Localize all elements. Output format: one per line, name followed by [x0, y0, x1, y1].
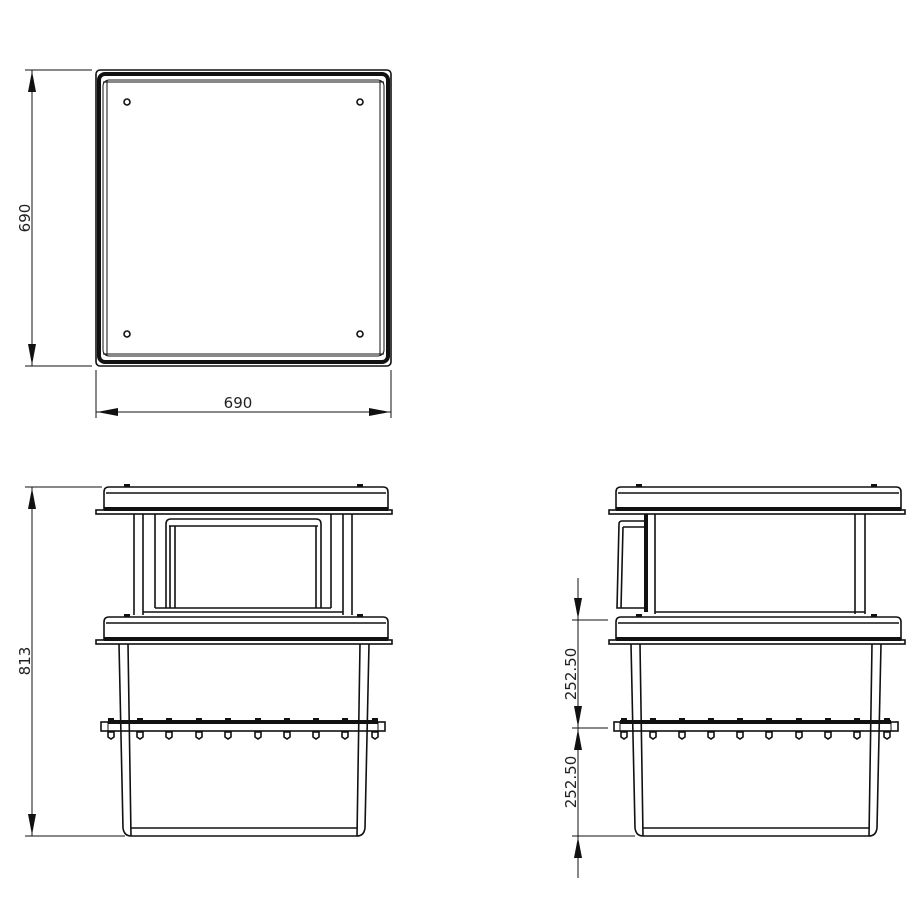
- dim-label-top-height: 690: [16, 204, 34, 233]
- dim-label-side-lower: 252.50: [562, 756, 580, 809]
- bolt-icon: [853, 718, 861, 740]
- bolt-icon: [195, 718, 203, 740]
- front-bolts: [107, 718, 379, 740]
- dim-label-front-height: 813: [16, 647, 34, 676]
- bolt-icon: [136, 718, 144, 740]
- bolt-icon: [824, 718, 832, 740]
- bolt-icon: [312, 718, 320, 740]
- side-bolts: [620, 718, 891, 740]
- dimension-top-width: 690: [95, 370, 392, 418]
- bolt-icon: [736, 718, 744, 740]
- bolt-icon: [883, 718, 891, 740]
- side-view: [608, 484, 906, 837]
- bolt-icon: [341, 718, 349, 740]
- bolt-icon: [107, 718, 115, 740]
- dimension-top-height: 690: [16, 69, 92, 367]
- dimension-side-stack: 252.50 252.50: [562, 578, 635, 878]
- bolt-icon: [254, 718, 262, 740]
- bolt-icon: [224, 718, 232, 740]
- dim-label-side-upper: 252.50: [562, 648, 580, 701]
- bolt-icon: [371, 718, 379, 740]
- hole-icon: [123, 330, 131, 338]
- bolt-icon: [765, 718, 773, 740]
- bolt-icon: [620, 718, 628, 740]
- bolt-icon: [707, 718, 715, 740]
- hole-icon: [123, 98, 131, 106]
- hole-icon: [356, 98, 364, 106]
- bolt-icon: [283, 718, 291, 740]
- dimension-front-height: 813: [16, 486, 125, 837]
- bolt-icon: [165, 718, 173, 740]
- bolt-icon: [678, 718, 686, 740]
- bolt-icon: [649, 718, 657, 740]
- bolt-icon: [795, 718, 803, 740]
- top-view: [95, 69, 392, 367]
- hole-icon: [356, 330, 364, 338]
- dim-label-top-width: 690: [224, 394, 253, 412]
- front-view: [95, 484, 393, 837]
